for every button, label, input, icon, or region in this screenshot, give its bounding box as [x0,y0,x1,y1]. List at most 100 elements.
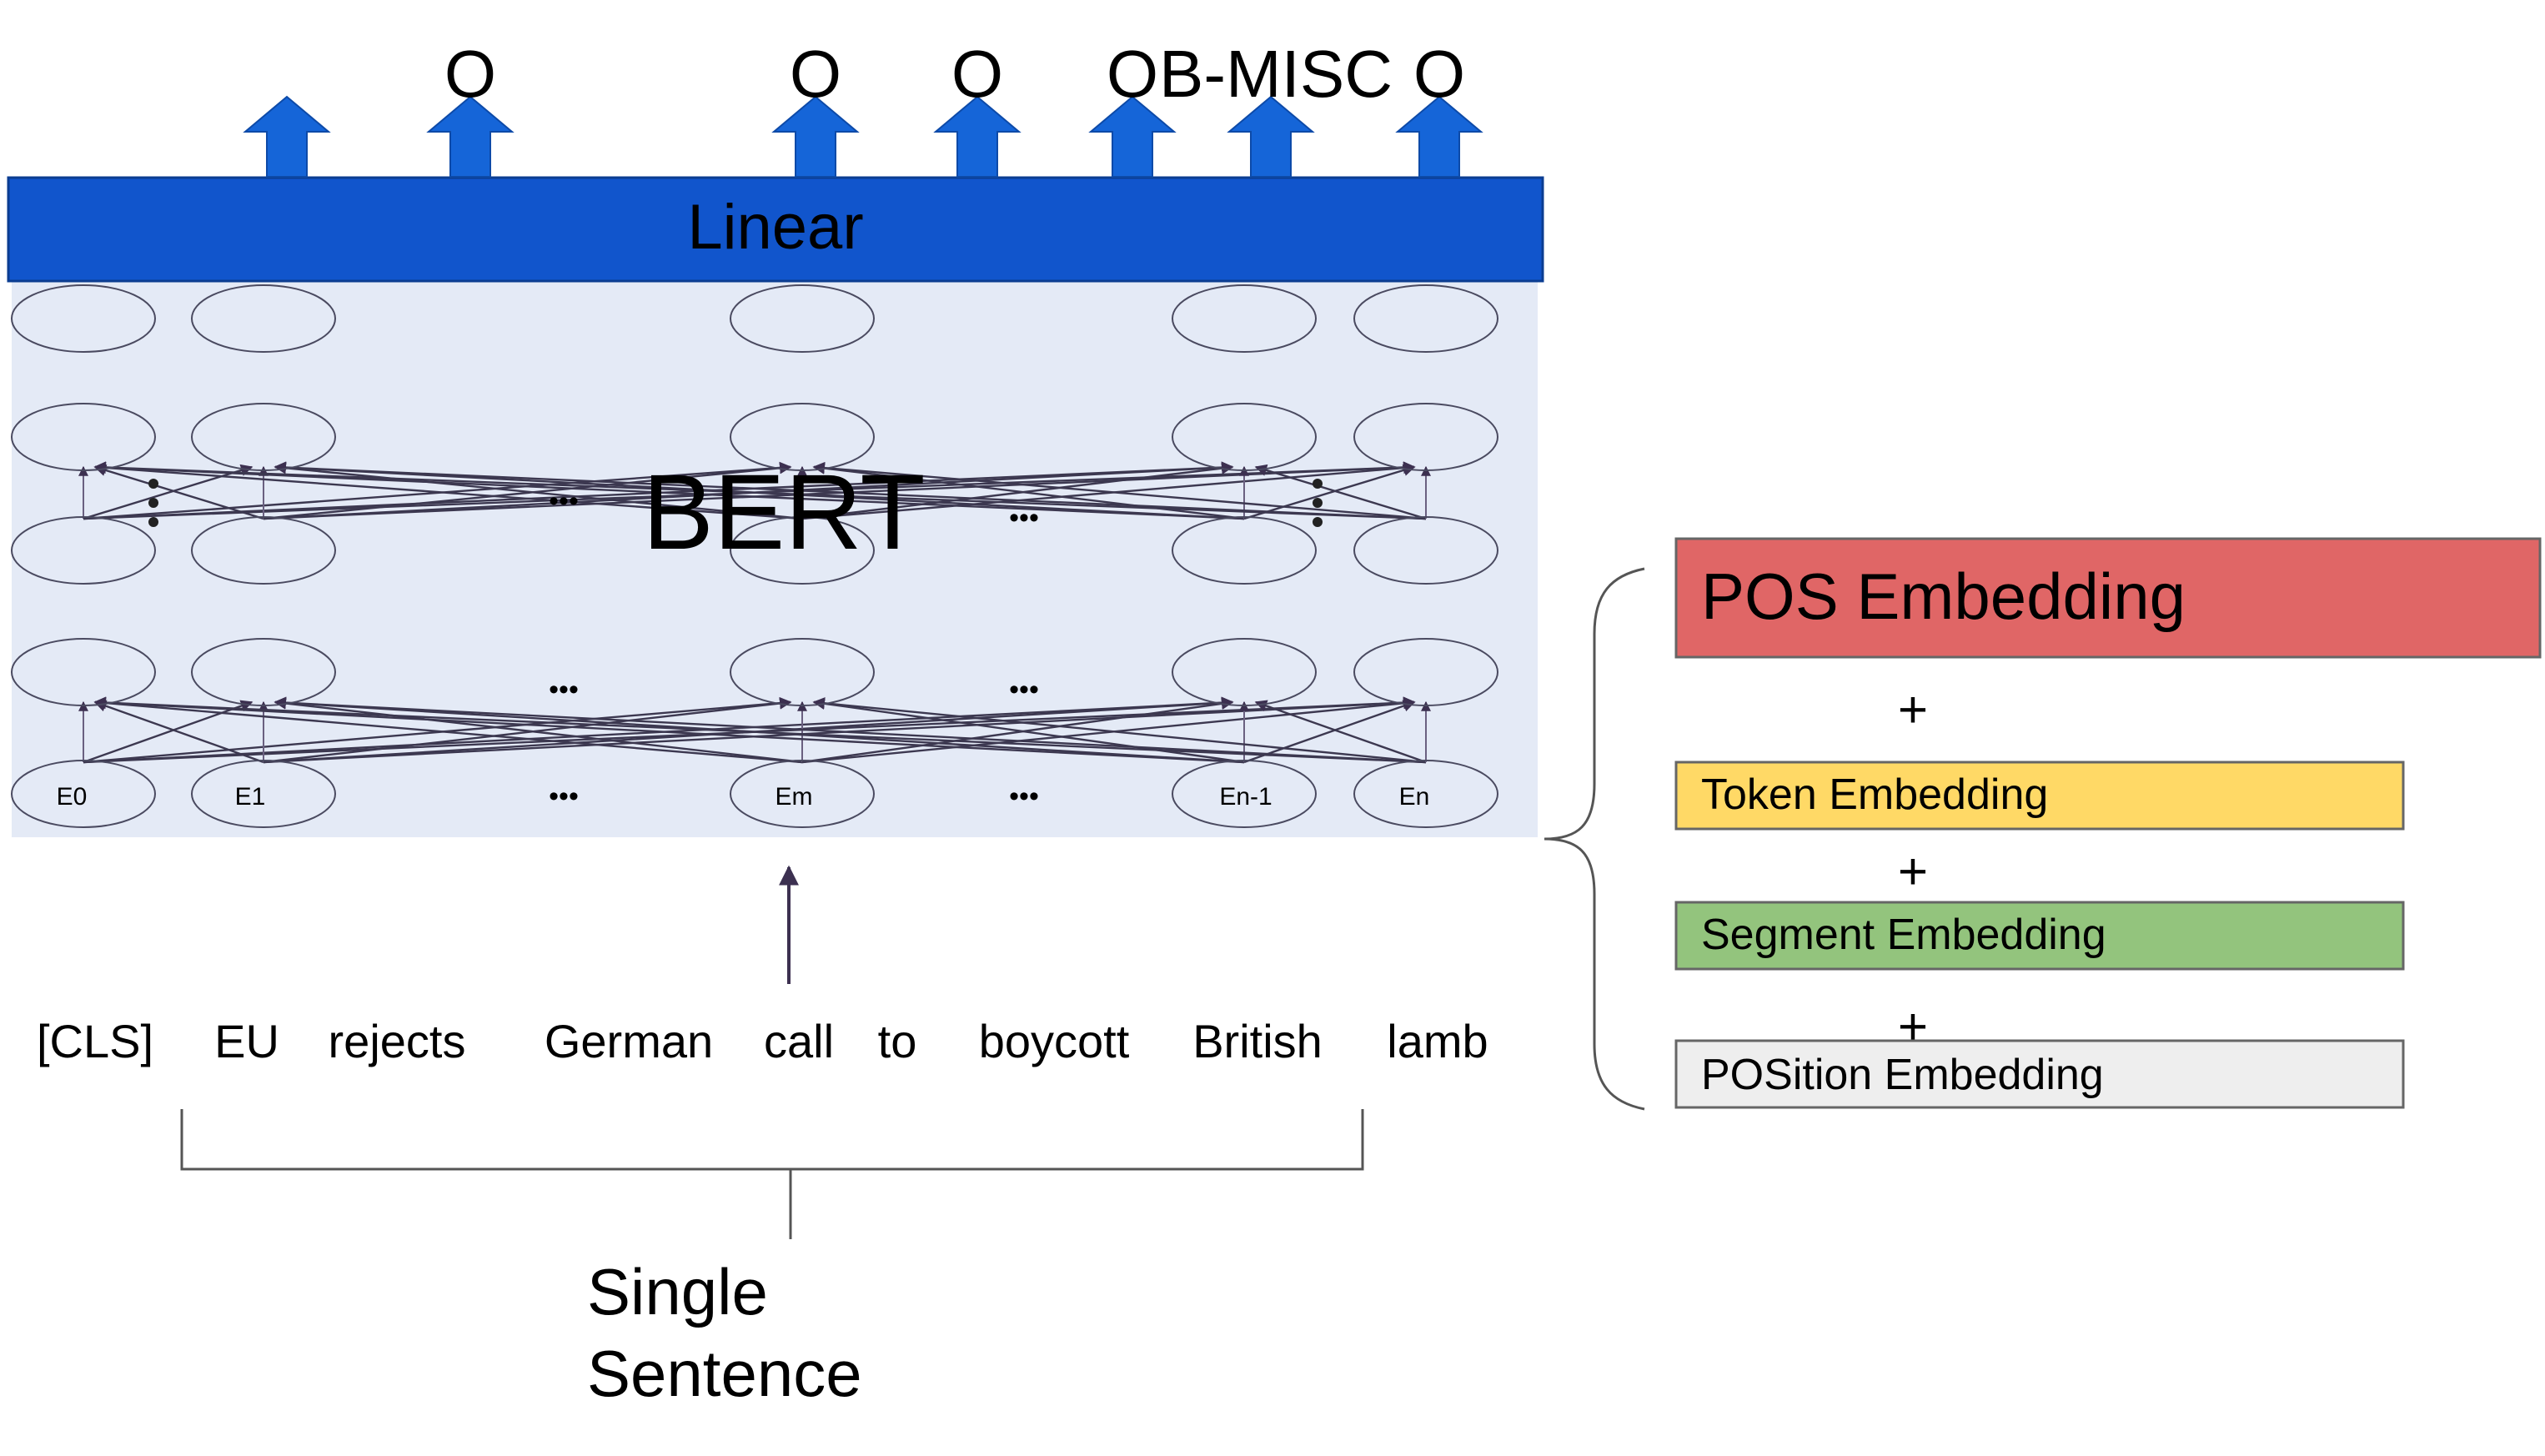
hidden-node [191,516,336,585]
bert-panel [12,282,1538,837]
ellipsis-mid-left-lower: ••• [549,674,579,705]
hidden-node [191,638,336,706]
connection-line [1243,464,1416,520]
connection-line [93,696,803,764]
hidden-node [11,403,156,471]
segment-embedding-label: Segment Embedding [1701,911,2106,959]
embedding-label-em: Em [776,783,813,811]
sentence-bracket [180,1109,1364,1239]
hidden-node [11,516,156,585]
token-rejects: rejects [329,1015,466,1067]
hidden-node [1353,638,1498,706]
up-arrow-icon [243,95,331,178]
output-label-5: B-MISC [1159,37,1393,111]
ellipsis-mid-right-lower: ••• [1009,674,1039,705]
hidden-node [730,284,875,353]
connection-line [263,697,792,764]
embedding-labels: E0 E1 Em En-1 En [57,783,1430,811]
hidden-node [1353,516,1498,585]
vertical-ellipsis-right [1313,479,1323,527]
output-label-4: O [1107,37,1158,111]
position-embedding-label: POSition Embedding [1701,1051,2104,1099]
embedding-node [730,760,875,828]
linear-label: Linear [687,192,863,263]
connection-line [274,461,1427,520]
embedding-label-en-1: En-1 [1219,783,1272,811]
connection-line [93,461,1427,520]
hidden-node [730,403,875,471]
curly-brace [1544,567,1645,1111]
up-arrow-icon [1088,95,1177,178]
token-call: call [764,1015,834,1067]
up-arrow-icon [1227,95,1315,178]
connection-line [1254,464,1427,520]
pos-embedding-box [1674,537,2542,659]
connection-line [812,697,1427,764]
connection-line [93,696,1427,764]
connection-line [93,461,803,520]
up-arrow-icon [426,95,515,178]
output-label-3: O [951,37,1003,111]
ellipsis-mid-left-upper: ••• [549,485,579,517]
token-embedding-label: Token Embedding [1701,771,2048,819]
up-arrow-icon [771,95,860,178]
vertical-ellipsis-left [148,479,158,527]
plus-1: + [1898,681,1928,739]
hidden-node [1172,516,1317,585]
connection-line [274,697,803,764]
connection-line [1254,700,1427,764]
linear-bar [7,176,1544,283]
hidden-node [11,638,156,706]
connection-line [93,464,264,520]
hidden-node [730,638,875,706]
connection-line [93,696,1245,764]
output-label-2: O [790,37,841,111]
ellipsis-bottom-right: ••• [1009,781,1039,812]
output-label-6: O [1413,37,1465,111]
plus-2: + [1898,843,1928,901]
input-tokens: [CLS] EU rejects German call to boycott … [37,1015,1488,1067]
up-arrow-icon [933,95,1022,178]
token-cls: [CLS] [37,1015,153,1067]
output-label-1: O [444,37,496,111]
horizontal-ellipses: ••• ••• ••• ••• ••• ••• [549,485,1039,812]
connection-line [274,696,1427,764]
layer-connections [78,461,1431,764]
hidden-node [1353,284,1498,353]
token-to: to [878,1015,917,1067]
token-eu: EU [214,1015,279,1067]
embedding-node [1172,760,1317,828]
sentence-label-line1: Single [587,1255,768,1328]
token-embedding-box [1674,761,2405,831]
position-embedding-box [1674,1039,2405,1109]
hidden-node [1353,403,1498,471]
connection-line [1243,700,1416,764]
connection-line [812,462,1245,520]
token-lamb: lamb [1387,1015,1488,1067]
hidden-node [191,284,336,353]
hidden-node [191,403,336,471]
embedding-node [11,760,156,828]
token-british: British [1192,1015,1323,1067]
ellipsis-bottom-left: ••• [549,781,579,812]
connection-line [801,462,1234,520]
output-labels: O O O O B-MISC O [444,37,1465,111]
token-german: German [545,1015,713,1067]
connection-line [801,697,1234,764]
embedding-label-e0: E0 [57,783,88,811]
connection-line [812,461,1427,520]
sentence-label-line2: Sentence [587,1337,862,1410]
connection-line [93,461,1245,520]
embedding-stack: POS Embedding + Token Embedding + Segmen… [1674,537,2542,1109]
connection-line [263,462,792,520]
pos-embedding-label: POS Embedding [1701,560,2186,633]
embedding-label-en: En [1399,783,1430,811]
embedding-label-e1: E1 [235,783,266,811]
token-boycott: boycott [979,1015,1130,1067]
hidden-node [1172,638,1317,706]
output-arrows [243,95,1483,178]
hidden-node [11,284,156,353]
connection-line [812,697,1245,764]
